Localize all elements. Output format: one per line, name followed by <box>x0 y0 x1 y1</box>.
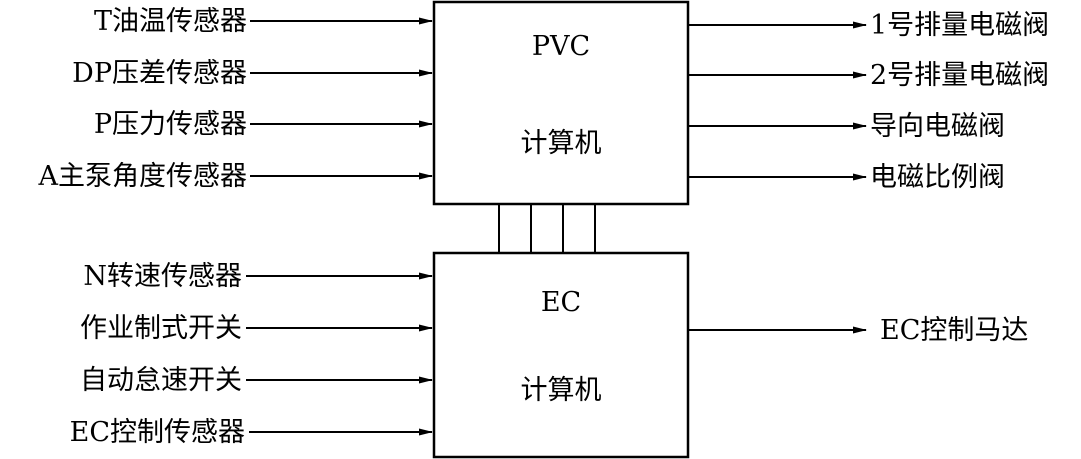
bus-lines <box>498 204 596 253</box>
pvc-box <box>432 0 690 206</box>
pvc-inputs: T油温传感器 DP压差传感器 P压力传感器 A主泵角度传感器 <box>38 6 433 192</box>
output-label-proportional-valve: 电磁比例阀 <box>870 162 1005 193</box>
ec-box-title: EC <box>541 287 581 318</box>
input-label-speed-sensor: N转速传感器 <box>83 261 242 292</box>
ec-box <box>432 251 690 459</box>
output-label-solenoid-2: 2号排量电磁阀 <box>870 60 1049 91</box>
output-label-ec-control-motor: EC控制马达 <box>880 315 1028 346</box>
output-label-pilot-solenoid: 导向电磁阀 <box>870 111 1005 142</box>
ec-computer-block: EC 计算机 <box>432 251 690 459</box>
input-label-oil-temp-sensor: T油温传感器 <box>94 6 247 37</box>
pvc-outputs: 1号排量电磁阀 2号排量电磁阀 导向电磁阀 电磁比例阀 <box>688 10 1049 193</box>
ec-box-subtitle: 计算机 <box>521 375 602 406</box>
output-label-solenoid-1: 1号排量电磁阀 <box>870 10 1049 41</box>
pvc-box-title: PVC <box>532 31 590 62</box>
ec-outputs: EC控制马达 <box>688 315 1028 346</box>
input-label-work-mode-switch: 作业制式开关 <box>80 313 242 344</box>
input-label-pressure-sensor: P压力传感器 <box>94 109 247 140</box>
ec-inputs: N转速传感器 作业制式开关 自动怠速开关 EC控制传感器 <box>70 261 433 448</box>
input-label-auto-idle-switch: 自动怠速开关 <box>80 365 242 396</box>
input-label-pump-angle-sensor: A主泵角度传感器 <box>38 161 248 192</box>
pvc-box-subtitle: 计算机 <box>521 128 602 159</box>
input-label-pressure-diff-sensor: DP压差传感器 <box>72 58 247 89</box>
pvc-computer-block: PVC 计算机 <box>432 0 690 206</box>
input-label-ec-control-sensor: EC控制传感器 <box>70 417 245 448</box>
